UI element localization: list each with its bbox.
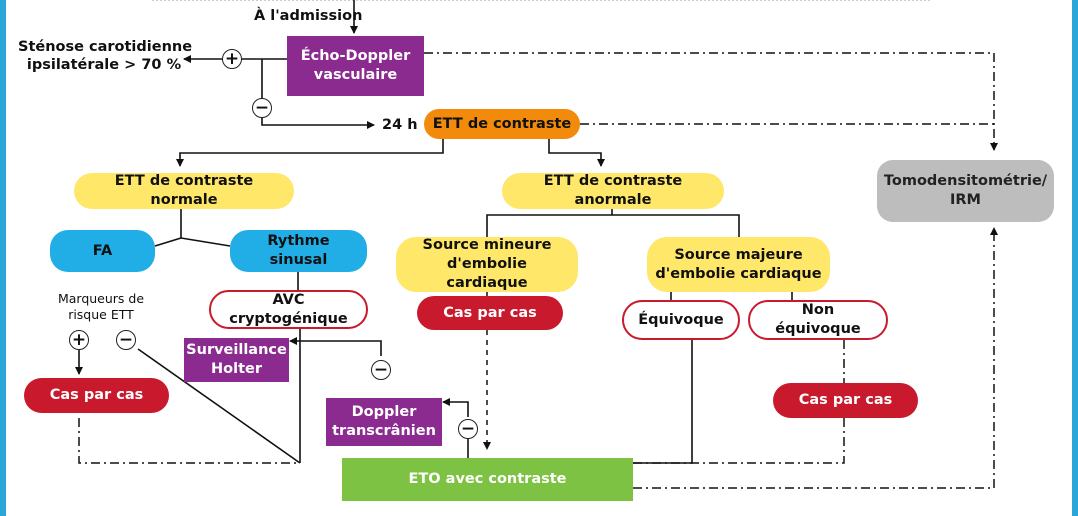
ett-abnormal-node[interactable]: ETT de contraste anormale [502,173,724,209]
avc-cryptogenique-node[interactable]: AVC cryptogénique [209,290,368,329]
frame-right-edge [1072,0,1078,516]
source-mineure-node[interactable]: Source mineure d'embolie cardiaque [396,237,578,292]
minus-sign-icon: − [371,360,391,380]
abnormal-branch-connector [486,214,740,237]
minus-sign-icon: − [116,330,136,350]
non-equivoque-node[interactable]: Non équivoque [748,300,888,340]
eto-contraste-node[interactable]: ETO avec contraste [342,458,633,501]
stenosis-label: Sténose carotidienne ipsilatérale > 70 % [18,38,193,74]
normal-branch-rhythm [180,237,231,247]
equivoque-node[interactable]: Équivoque [622,300,740,340]
minus-to-eto-line [137,348,301,464]
ett-to-normal-arrow [176,137,444,167]
rythme-sinusal-node[interactable]: Rythme sinusal [230,230,367,272]
ett-to-abnormal-arrow [548,137,605,167]
echo-doppler-node[interactable]: Écho-Doppler vasculaire [287,36,424,96]
fa-node[interactable]: FA [50,230,155,272]
marqueurs-label: Marqueurs de risque ETT [57,291,145,322]
case-to-eto-dashdot [78,418,300,464]
cas-par-cas-fa-node[interactable]: Cas par cas [24,378,169,413]
stenosis-label-line-2: ipsilatérale > 70 % [26,57,182,73]
negative-to-ett-arrow [261,59,375,129]
eto-to-tdm-dashdot [633,227,998,489]
case-to-eto-right-dashdot [633,418,845,464]
ett-normal-node[interactable]: ETT de contraste normale [74,173,294,209]
time-24h-label: 24 h [382,117,418,133]
frame-left-edge [0,0,6,516]
cas-par-cas-mineure-node[interactable]: Cas par cas [417,296,563,330]
eto-to-doppler-arrow [442,398,469,417]
equivoque-to-eto-line [633,340,693,464]
minus-sign-icon: − [252,98,272,118]
source-majeure-node[interactable]: Source majeure d'embolie cardiaque [647,237,830,292]
doppler-to-holter-arrow [289,337,382,356]
minus-sign-icon: − [458,419,478,439]
stenosis-label-line-1: Sténose carotidienne [18,39,193,55]
ett-contrast-node[interactable]: ETT de contraste [424,109,580,139]
plus-sign-icon: + [69,330,89,350]
cas-par-cas-non-equivoque-node[interactable]: Cas par cas [773,383,918,418]
doppler-transcranien-node[interactable]: Doppler transcrânien [326,398,442,446]
admission-label: À l'admission [254,8,363,24]
tomodensitometrie-node[interactable]: Tomodensitométrie/ IRM [877,160,1054,222]
plus-sign-icon: + [222,49,242,69]
echo-to-tdm-dashdot [424,52,998,151]
surveillance-holter-node[interactable]: Surveillance Holter [184,338,289,382]
normal-branch-fa [154,237,182,247]
